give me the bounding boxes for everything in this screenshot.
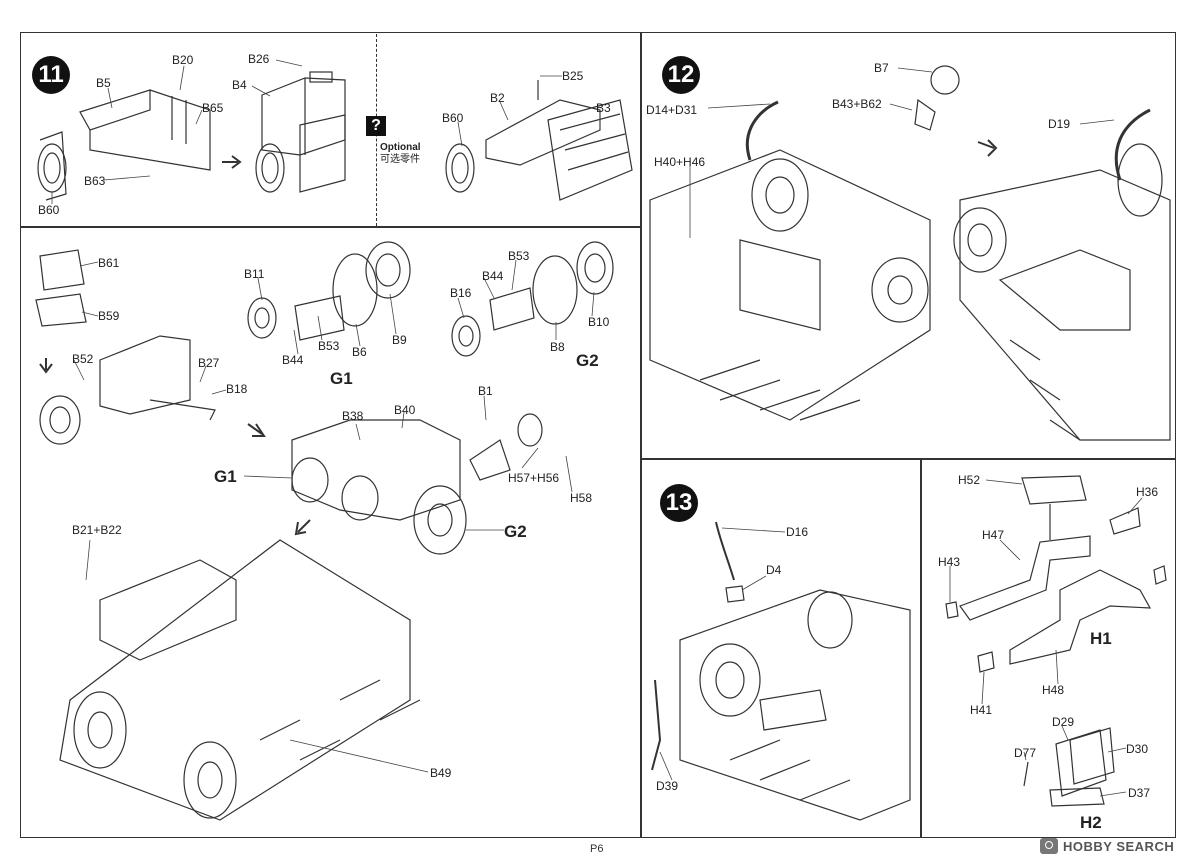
part-label: B38 bbox=[342, 409, 364, 423]
part-label: D4 bbox=[766, 563, 782, 577]
part-label: B53 bbox=[508, 249, 530, 263]
part-label: B59 bbox=[98, 309, 120, 323]
step12-hull-drawing bbox=[649, 65, 1171, 441]
part-label: B25 bbox=[562, 69, 584, 83]
part-label: H40+H46 bbox=[654, 155, 706, 169]
part-label: D77 bbox=[1014, 746, 1037, 760]
part-label: B40 bbox=[394, 403, 416, 417]
part-label: D19 bbox=[1048, 117, 1071, 131]
main-assembly-drawing bbox=[35, 241, 614, 821]
step-12-badge: 12 bbox=[662, 56, 700, 94]
part-label: H58 bbox=[570, 491, 593, 505]
part-label: H36 bbox=[1136, 485, 1159, 499]
page-number: P6 bbox=[590, 843, 604, 855]
part-label: D29 bbox=[1052, 715, 1075, 729]
part-label: B53 bbox=[318, 339, 340, 353]
group-label: H1 bbox=[1090, 629, 1112, 648]
part-label: H47 bbox=[982, 528, 1005, 542]
step-13-frame bbox=[640, 458, 922, 838]
optional-label-cn: 可选零件 bbox=[380, 154, 420, 165]
part-label: B18 bbox=[226, 382, 248, 396]
part-label: B8 bbox=[550, 340, 565, 354]
part-label: B2 bbox=[490, 91, 505, 105]
part-label: H43 bbox=[938, 555, 961, 569]
part-label: H41 bbox=[970, 703, 993, 717]
part-label: B60 bbox=[442, 111, 464, 125]
part-label: B11 bbox=[244, 267, 265, 281]
group-label: G1 bbox=[330, 369, 353, 388]
optional-note: Optional 可选零件 bbox=[380, 142, 421, 166]
part-label: B27 bbox=[198, 356, 220, 370]
part-label: B65 bbox=[202, 101, 224, 115]
group-label: H2 bbox=[1080, 813, 1102, 832]
part-label: B7 bbox=[874, 61, 889, 75]
step11-housing-drawing bbox=[255, 71, 346, 193]
step-11-badge: 11 bbox=[32, 56, 70, 94]
part-label: D37 bbox=[1128, 786, 1151, 800]
part-label: H52 bbox=[958, 473, 981, 487]
part-label: B52 bbox=[72, 352, 94, 366]
part-label: B10 bbox=[588, 315, 610, 329]
step-13-badge: 13 bbox=[660, 484, 698, 522]
step-12-frame bbox=[640, 32, 1176, 460]
part-label: B20 bbox=[172, 53, 194, 67]
step11-optional-drawing bbox=[445, 80, 633, 201]
group-label: G1 bbox=[214, 467, 237, 486]
part-label: B1 bbox=[478, 384, 493, 398]
part-label: B21+B22 bbox=[72, 523, 122, 537]
part-label: D30 bbox=[1126, 742, 1149, 756]
step13-drawing bbox=[651, 521, 911, 821]
part-label: B9 bbox=[392, 333, 407, 347]
part-label: D39 bbox=[656, 779, 679, 793]
part-label: B60 bbox=[38, 203, 60, 217]
step-11-frame bbox=[20, 32, 642, 228]
part-label: H48 bbox=[1042, 683, 1065, 697]
part-label: B3 bbox=[596, 101, 611, 115]
part-label: D16 bbox=[786, 525, 809, 539]
part-label: B63 bbox=[84, 174, 106, 188]
h-parts-drawing bbox=[945, 475, 1167, 807]
part-label: H57+H56 bbox=[508, 471, 560, 485]
part-label: B44 bbox=[282, 353, 304, 367]
hobby-search-logo-icon bbox=[1040, 838, 1058, 854]
part-label: B16 bbox=[450, 286, 472, 300]
part-label: B49 bbox=[430, 766, 452, 780]
step11-sprocket-drawing bbox=[37, 89, 211, 201]
watermark: HOBBY SEARCH bbox=[1040, 838, 1174, 854]
part-label: B4 bbox=[232, 78, 247, 92]
part-label: B5 bbox=[96, 76, 111, 90]
h-parts-frame bbox=[920, 458, 1176, 838]
watermark-text: HOBBY SEARCH bbox=[1063, 838, 1175, 854]
group-label: G2 bbox=[576, 351, 599, 370]
part-label: D14+D31 bbox=[646, 103, 698, 117]
part-label: B43+B62 bbox=[832, 97, 882, 111]
part-label: B6 bbox=[352, 345, 367, 359]
optional-question-icon: ? bbox=[366, 116, 386, 136]
optional-label-en: Optional bbox=[380, 142, 421, 153]
main-assembly-frame bbox=[20, 226, 642, 838]
group-label: G2 bbox=[504, 522, 527, 541]
part-label: B61 bbox=[98, 256, 120, 270]
part-label: B26 bbox=[248, 52, 270, 66]
part-label: B44 bbox=[482, 269, 504, 283]
